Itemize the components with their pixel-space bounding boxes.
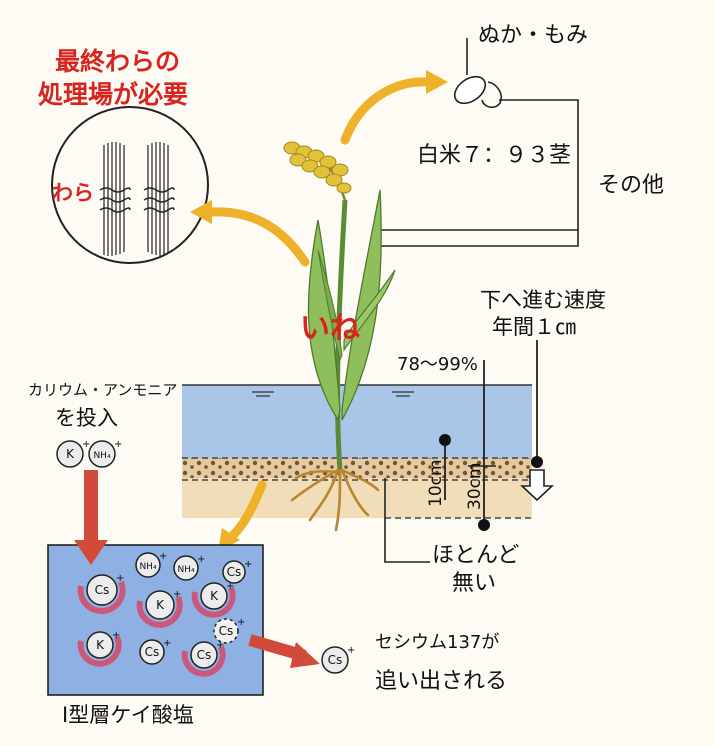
clay-layer-mark (77, 580, 126, 615)
potassium-ion-symbol: K (66, 447, 75, 461)
straw-need-line1: 最終わらの (55, 47, 180, 76)
ion-charge: + (244, 559, 252, 570)
subsoil-layer (182, 478, 532, 518)
potassium-ion-icon: K+ (56, 439, 90, 468)
cesium-ion-symbol: Cs (197, 648, 212, 662)
straw-bubble (51, 106, 209, 264)
ion-charge: + (163, 638, 171, 649)
depth-dot-30cm (478, 519, 490, 531)
rice-plant-label: いね (300, 311, 360, 346)
potassium-ion-symbol: K (210, 589, 219, 603)
almost-none-label-1: ほとんど (432, 543, 519, 568)
cesium-ion-symbol: Cs (95, 583, 110, 597)
arrow-to-grain (340, 77, 433, 145)
ammonium-ion-icon: NH₄+ (173, 554, 205, 581)
potassium-ion-icon: K+ (77, 630, 122, 667)
ammonium-ion-symbol: NH₄ (139, 562, 157, 572)
down-arrow-icon (519, 469, 555, 502)
ammonium-ion-icon: NH₄+ (135, 551, 167, 578)
cesium-ion-symbol: Cs (219, 624, 234, 638)
ion-charge: + (216, 640, 224, 651)
speed-label-2: 年間１㎝ (492, 315, 576, 339)
fertilizer-label-1: カリウム・アンモニア (28, 381, 177, 399)
husk-label: ぬか・もみ (478, 23, 588, 48)
depth-dot-10cm (439, 434, 451, 446)
cesium-ion-icon: Cs+ (222, 559, 252, 584)
cesium-ion-symbol: Cs (227, 565, 242, 579)
potassium-ion-symbol: K (96, 638, 105, 652)
cesium-ion-icon: Cs + (181, 640, 226, 677)
ion-charge: + (226, 581, 234, 592)
clay-layer-mark (181, 645, 226, 677)
ion-charge: + (173, 589, 181, 600)
straw-need-line2: 処理場が必要 (38, 80, 188, 109)
arrow-to-straw (205, 207, 310, 267)
potassium-ion-icon: K+ (191, 581, 236, 618)
depth-10cm-label: 10cm (426, 459, 446, 507)
cesium-ion-symbol: Cs (145, 645, 160, 659)
ion-charge: + (112, 630, 120, 641)
almost-none-label-2: 無い (452, 571, 496, 596)
cesium-label-2: 追い出される (375, 669, 507, 694)
cesium-ion-icon: Cs+ (139, 638, 171, 665)
ion-charge: + (82, 439, 90, 450)
fertilizer-arrow (74, 470, 108, 565)
rice-plant-icon (283, 141, 396, 532)
straw-bundle-icon (99, 142, 175, 256)
cesium-release-arrow (248, 634, 320, 668)
ion-charge: + (237, 617, 245, 628)
cesium-ion-symbol: Cs (328, 653, 343, 667)
depth-30cm-label: 30cm (465, 462, 485, 510)
potassium-ion-symbol: K (156, 598, 165, 612)
rice-grain-icon (453, 75, 503, 109)
speed-label-1: 下へ進む速度 (480, 288, 606, 312)
cesium-ion-icon: Cs + (77, 573, 126, 615)
ammonium-ion-symbol: NH₄ (93, 451, 111, 461)
rice-other-label: その他 (598, 173, 664, 198)
straw-label: わら (52, 181, 94, 205)
ion-charge: + (116, 573, 124, 584)
clay-layer-mark (136, 595, 183, 628)
cesium-label-1: セシウム137が (375, 632, 499, 653)
ion-charge: + (197, 554, 205, 565)
cesium-ion-icon: Cs + (321, 645, 355, 674)
rice-ratio-label: 白米７：９３茎 (417, 143, 571, 168)
silicate-label: I型層ケイ酸塩 (62, 703, 194, 727)
almost-none-bracket (384, 478, 430, 563)
ion-charge: + (159, 551, 167, 562)
fertilizer-label-2: を投入 (55, 406, 118, 430)
ion-charge: + (114, 439, 122, 450)
potassium-ion-icon: K+ (136, 589, 183, 628)
ion-charge: + (347, 645, 355, 656)
grain-bracket (379, 99, 579, 247)
cesium-ion-icon: Cs+ (213, 617, 245, 644)
clay-layer-mark (77, 635, 122, 667)
ammonium-ion-icon: NH₄+ (88, 439, 122, 468)
paddy-water (182, 385, 532, 458)
water-percent-label: 78～99% (397, 354, 478, 375)
ammonium-ion-symbol: NH₄ (177, 565, 195, 575)
speed-dot (531, 456, 543, 468)
clay-layer-mark (191, 586, 236, 618)
